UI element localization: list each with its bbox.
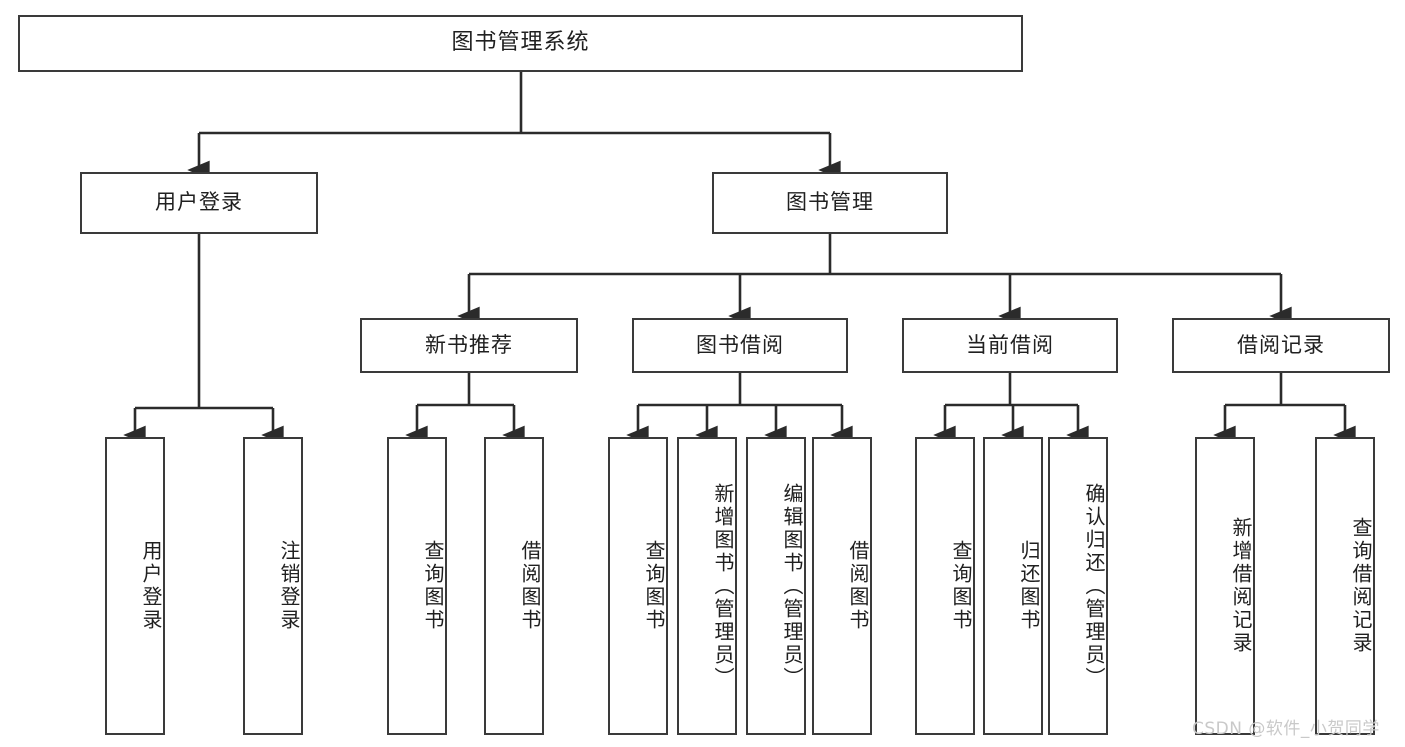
node-label: 查询图书	[421, 540, 445, 632]
node-label: 图书管理系统	[451, 30, 590, 56]
node-leaf11[interactable]: 确认归还（管理员）	[1048, 437, 1108, 735]
node-leaf13[interactable]: 查询借阅记录	[1315, 437, 1375, 735]
node-label: 查询图书	[949, 540, 973, 632]
node-leaf9[interactable]: 查询图书	[915, 437, 975, 735]
node-leaf7[interactable]: 编辑图书（管理员）	[746, 437, 806, 735]
node-label: 图书管理	[786, 190, 874, 215]
node-leaf5[interactable]: 查询图书	[608, 437, 668, 735]
node-bookmgmt[interactable]: 图书管理	[712, 172, 948, 234]
node-leaf4[interactable]: 借阅图书	[484, 437, 544, 735]
node-label: 借阅图书	[518, 540, 542, 632]
node-root[interactable]: 图书管理系统	[18, 15, 1023, 72]
node-label: 借阅图书	[846, 540, 870, 632]
node-label: 查询图书	[642, 540, 666, 632]
node-newbook[interactable]: 新书推荐	[360, 318, 578, 373]
edge-paths	[123, 72, 1356, 445]
node-label: 编辑图书（管理员）	[780, 482, 804, 690]
node-borrow[interactable]: 图书借阅	[632, 318, 848, 373]
watermark: CSDN @软件_小贺同学	[1192, 719, 1380, 739]
node-label: 归还图书	[1017, 540, 1041, 632]
node-leaf6[interactable]: 新增图书（管理员）	[677, 437, 737, 735]
node-label: 新增图书（管理员）	[711, 482, 735, 690]
node-leaf2[interactable]: 注销登录	[243, 437, 303, 735]
node-login[interactable]: 用户登录	[80, 172, 318, 234]
node-label: 注销登录	[277, 540, 301, 632]
node-label: 查询借阅记录	[1349, 517, 1373, 655]
node-label: 图书借阅	[696, 332, 784, 357]
node-label: 新增借阅记录	[1229, 517, 1253, 655]
node-record[interactable]: 借阅记录	[1172, 318, 1390, 373]
node-leaf12[interactable]: 新增借阅记录	[1195, 437, 1255, 735]
node-label: 用户登录	[155, 190, 243, 215]
node-label: 当前借阅	[966, 332, 1054, 357]
node-label: 确认归还（管理员）	[1082, 482, 1106, 690]
node-leaf8[interactable]: 借阅图书	[812, 437, 872, 735]
node-label: 新书推荐	[425, 332, 513, 357]
node-leaf10[interactable]: 归还图书	[983, 437, 1043, 735]
node-label: 用户登录	[139, 540, 163, 632]
node-leaf3[interactable]: 查询图书	[387, 437, 447, 735]
node-label: 借阅记录	[1237, 332, 1325, 357]
node-leaf1[interactable]: 用户登录	[105, 437, 165, 735]
node-current[interactable]: 当前借阅	[902, 318, 1118, 373]
